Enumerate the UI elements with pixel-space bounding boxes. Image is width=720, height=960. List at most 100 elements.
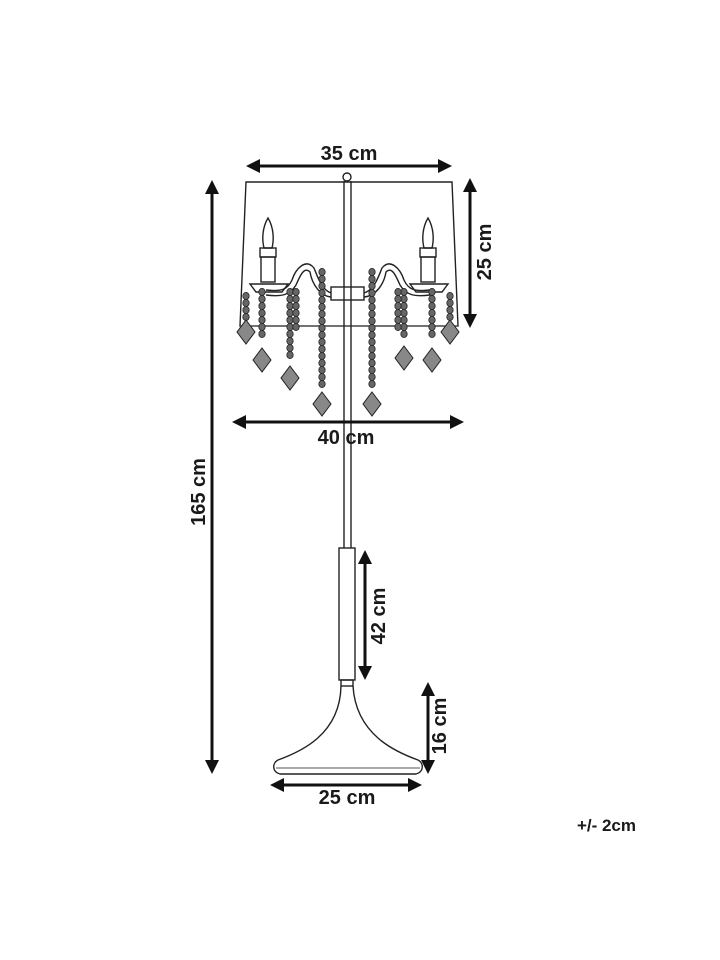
crystal-bead — [318, 309, 326, 318]
crystal-bead — [400, 322, 408, 331]
dimension-crystal-width: 40 cm — [232, 415, 464, 449]
crystal-pendant — [394, 345, 414, 371]
candle-left — [248, 216, 290, 293]
crystal-bead — [286, 301, 294, 310]
crystal-bead — [394, 308, 402, 317]
crystal-pendant — [280, 365, 300, 391]
crystal-bead — [318, 358, 326, 367]
crystal-bead — [446, 305, 454, 314]
crystal-bead — [292, 308, 300, 317]
crystal-bead — [428, 294, 436, 303]
crystal-bead — [368, 309, 376, 318]
dimension-total-height: 165 cm — [188, 180, 219, 774]
crystal-bead — [368, 288, 376, 297]
crystal-pendant — [440, 319, 460, 345]
crystal-strands — [236, 267, 460, 417]
crystal-pendant — [422, 347, 442, 373]
crystal-bead — [368, 295, 376, 304]
crystal-bead — [428, 301, 436, 310]
crystal-bead — [286, 329, 294, 338]
crystal-bead — [368, 379, 376, 388]
crystal-bead — [318, 302, 326, 311]
crystal-bead — [258, 308, 266, 317]
lamp-base — [273, 685, 423, 775]
crystal-bead — [368, 344, 376, 353]
lamp-shade — [239, 181, 459, 327]
crystal-pendant — [236, 319, 256, 345]
lower-stem — [338, 547, 356, 687]
crystal-bead — [318, 330, 326, 339]
crystal-bead — [286, 315, 294, 324]
central-rod — [330, 172, 365, 548]
candle-right — [408, 216, 450, 293]
crystal-bead — [242, 305, 250, 314]
crystal-bead — [318, 281, 326, 290]
crystal-bead — [292, 287, 300, 296]
crystal-bead — [258, 322, 266, 331]
crystal-bead — [368, 337, 376, 346]
crystal-bead — [258, 315, 266, 324]
crystal-bead — [318, 379, 326, 388]
label-base-width: 25 cm — [319, 787, 376, 809]
label-crystal-width: 40 cm — [318, 427, 375, 449]
crystal-bead — [318, 337, 326, 346]
crystal-bead — [400, 315, 408, 324]
crystal-bead — [318, 351, 326, 360]
crystal-bead — [368, 358, 376, 367]
crystal-bead — [428, 287, 436, 296]
crystal-bead — [286, 308, 294, 317]
crystal-bead — [394, 322, 402, 331]
crystal-bead — [368, 267, 376, 276]
crystal-bead — [318, 288, 326, 297]
crystal-bead — [446, 298, 454, 307]
dimension-shade-height: 25 cm — [463, 178, 496, 328]
crystal-bead — [394, 287, 402, 296]
crystal-bead — [286, 343, 294, 352]
crystal-bead — [242, 291, 250, 300]
crystal-bead — [428, 308, 436, 317]
crystal-bead — [368, 351, 376, 360]
crystal-bead — [286, 350, 294, 359]
crystal-bead — [242, 298, 250, 307]
crystal-bead — [292, 294, 300, 303]
crystal-bead — [368, 323, 376, 332]
crystal-bead — [286, 322, 294, 331]
label-stem-height: 42 cm — [368, 588, 390, 645]
crystal-bead — [292, 322, 300, 331]
crystal-bead — [400, 329, 408, 338]
label-shade-width: 35 cm — [321, 143, 378, 165]
label-shade-height: 25 cm — [474, 224, 496, 281]
tolerance-note: +/- 2cm — [577, 816, 636, 835]
label-base-height: 16 cm — [429, 698, 451, 755]
crystal-bead — [258, 301, 266, 310]
crystal-pendant — [252, 347, 272, 373]
crystal-bead — [368, 316, 376, 325]
crystal-bead — [318, 295, 326, 304]
crystal-bead — [400, 308, 408, 317]
crystal-bead — [394, 294, 402, 303]
crystal-bead — [258, 287, 266, 296]
crystal-bead — [286, 287, 294, 296]
crystal-bead — [318, 316, 326, 325]
crystal-bead — [286, 294, 294, 303]
crystal-bead — [292, 301, 300, 310]
crystal-pendant — [362, 391, 382, 417]
crystal-bead — [428, 315, 436, 324]
crystal-bead — [400, 294, 408, 303]
crystal-bead — [394, 301, 402, 310]
crystal-bead — [258, 329, 266, 338]
dimension-base-width: 25 cm — [270, 778, 422, 809]
crystal-bead — [400, 287, 408, 296]
crystal-bead — [428, 329, 436, 338]
crystal-bead — [318, 274, 326, 283]
crystal-bead — [428, 322, 436, 331]
crystal-bead — [368, 372, 376, 381]
crystal-bead — [318, 365, 326, 374]
dimension-shade-width: 35 cm — [246, 143, 452, 173]
crystal-bead — [286, 336, 294, 345]
crystal-bead — [368, 274, 376, 283]
dimension-stem-height: 42 cm — [358, 550, 390, 680]
crystal-bead — [400, 301, 408, 310]
crystal-pendant — [312, 391, 332, 417]
